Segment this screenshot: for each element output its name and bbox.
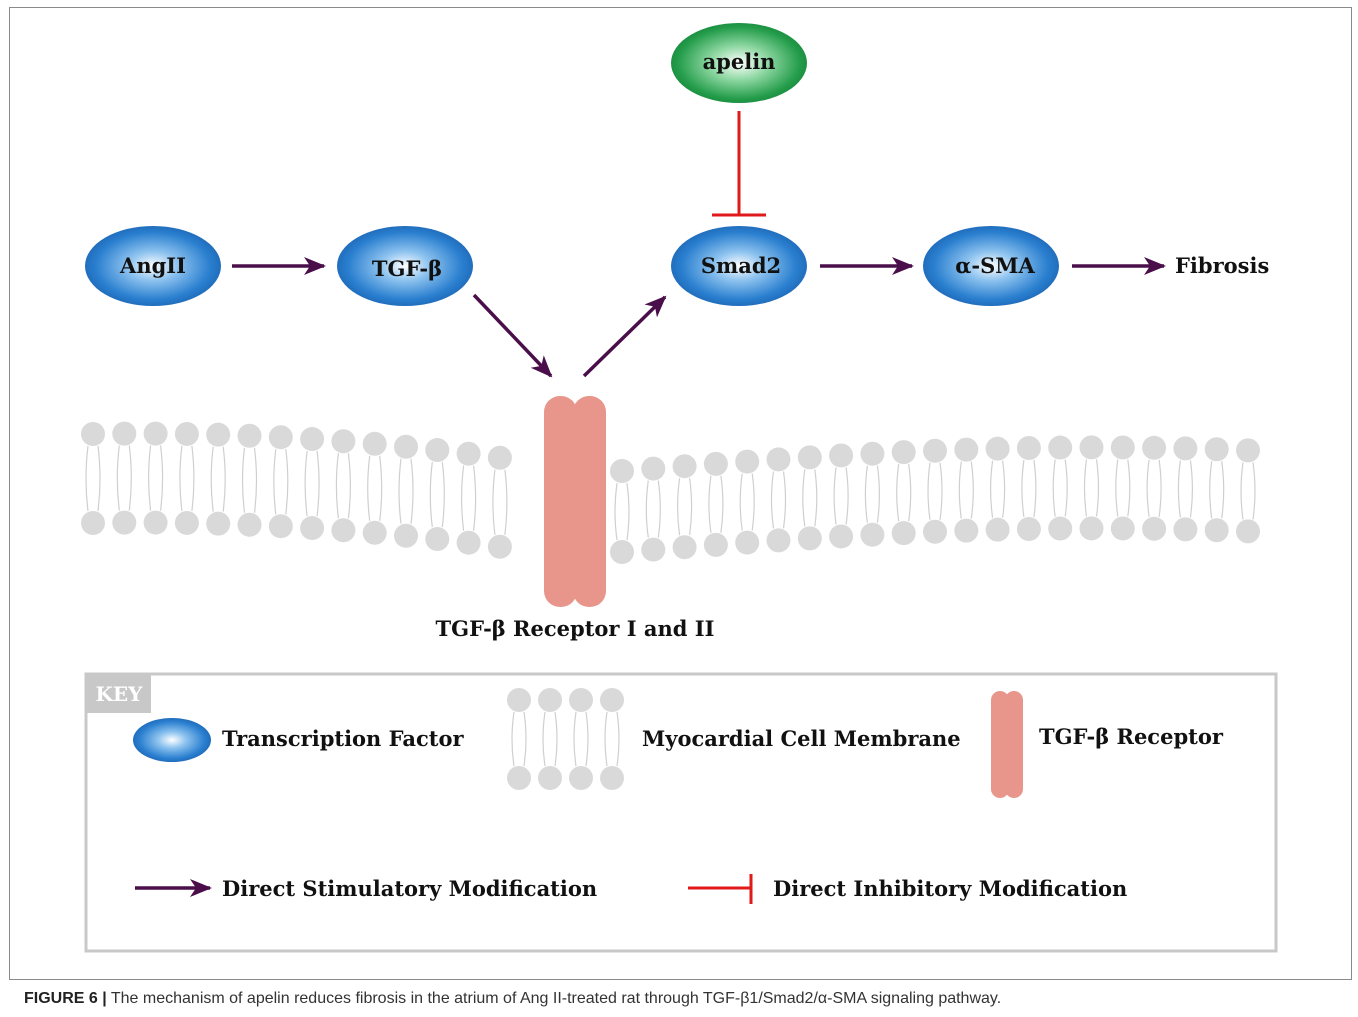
lipid-molecule bbox=[600, 688, 624, 790]
cell-membrane bbox=[81, 421, 1260, 564]
lipid-molecule bbox=[766, 447, 791, 553]
key-stimulatory-label: Direct Stimulatory Modification bbox=[222, 876, 597, 901]
node-asma: α-SMA bbox=[923, 226, 1059, 306]
lipid-molecule bbox=[237, 423, 262, 537]
key-inhibitory-symbol bbox=[688, 874, 753, 904]
node-tgfb: TGF-β bbox=[337, 226, 473, 306]
lipid-molecule bbox=[331, 429, 356, 543]
receptor-label: TGF-β Receptor I and II bbox=[436, 616, 715, 641]
caption-text: The mechanism of apelin reduces fibrosis… bbox=[106, 990, 1002, 1007]
lipid-molecule bbox=[394, 434, 418, 548]
node-smad2-label: Smad2 bbox=[701, 253, 781, 278]
lipid-molecule bbox=[206, 422, 231, 536]
lipid-molecule bbox=[300, 427, 325, 541]
figure-frame bbox=[9, 7, 1352, 980]
lipid-molecule bbox=[425, 438, 450, 552]
key-inhibitory-label: Direct Inhibitory Modification bbox=[773, 876, 1127, 901]
inhibition-apelin-to-smad2 bbox=[712, 111, 766, 217]
pathway-diagram: TGF-β Receptor I and II AngII TGF-β Smad… bbox=[81, 23, 1278, 953]
lipid-molecule bbox=[569, 688, 593, 790]
tgfb-receptor bbox=[544, 396, 606, 607]
lipid-molecule bbox=[456, 441, 481, 555]
key-title-badge bbox=[87, 675, 151, 713]
lipid-molecule bbox=[1142, 435, 1167, 541]
lipid-molecule bbox=[610, 459, 634, 564]
lipid-molecule bbox=[1016, 435, 1041, 541]
lipid-molecule bbox=[112, 421, 137, 535]
node-angii-label: AngII bbox=[119, 253, 186, 278]
lipid-molecule bbox=[860, 441, 885, 547]
key-receptor-icon bbox=[991, 691, 1023, 798]
lipid-molecule bbox=[735, 449, 760, 555]
node-angii: AngII bbox=[85, 226, 221, 306]
lipid-molecule bbox=[507, 688, 531, 790]
lipid-molecule bbox=[1236, 438, 1260, 544]
key-receptor-label: TGF-β Receptor bbox=[1039, 724, 1224, 749]
lipid-molecule bbox=[891, 440, 916, 546]
lipid-molecule bbox=[1173, 436, 1198, 542]
lipid-molecule bbox=[174, 421, 199, 535]
fibrosis-label: Fibrosis bbox=[1175, 253, 1269, 278]
lipid-molecule bbox=[829, 443, 854, 549]
node-smad2: Smad2 bbox=[671, 226, 807, 306]
lipid-molecule bbox=[268, 425, 293, 539]
key-transcription-factor-label: Transcription Factor bbox=[222, 726, 464, 751]
key-cell-membrane-label: Myocardial Cell Membrane bbox=[642, 726, 961, 751]
lipid-molecule bbox=[1110, 435, 1135, 541]
lipid-molecule bbox=[487, 445, 512, 559]
node-apelin: apelin bbox=[671, 23, 807, 103]
lipid-molecule bbox=[1204, 437, 1229, 543]
lipid-molecule bbox=[143, 421, 168, 535]
lipid-molecule bbox=[641, 456, 666, 562]
figure-caption: FIGURE 6 | The mechanism of apelin reduc… bbox=[24, 990, 1344, 1008]
node-apelin-label: apelin bbox=[703, 49, 776, 74]
lipid-molecule bbox=[1079, 435, 1104, 541]
key-transcription-factor-icon bbox=[133, 718, 211, 762]
key-title: KEY bbox=[96, 682, 144, 706]
key-membrane-icon bbox=[507, 688, 624, 790]
arrow-receptor-to-smad2 bbox=[582, 295, 667, 378]
figure-number: FIGURE 6 | bbox=[24, 990, 107, 1007]
lipid-molecule bbox=[954, 437, 979, 543]
lipid-molecule bbox=[362, 431, 387, 545]
node-tgfb-label: TGF-β bbox=[372, 256, 442, 281]
lipid-molecule bbox=[703, 451, 728, 557]
key-panel: KEY Transcription Factor Myocardial Cell… bbox=[84, 672, 1278, 953]
lipid-molecule bbox=[672, 454, 697, 560]
lipid-molecule bbox=[81, 422, 105, 535]
arrow-tgfb-to-receptor bbox=[472, 293, 553, 378]
node-asma-label: α-SMA bbox=[955, 253, 1035, 278]
lipid-molecule bbox=[797, 445, 822, 551]
lipid-molecule bbox=[923, 438, 947, 544]
lipid-molecule bbox=[538, 688, 562, 790]
lipid-molecule bbox=[1048, 435, 1073, 541]
lipid-molecule bbox=[985, 436, 1010, 542]
